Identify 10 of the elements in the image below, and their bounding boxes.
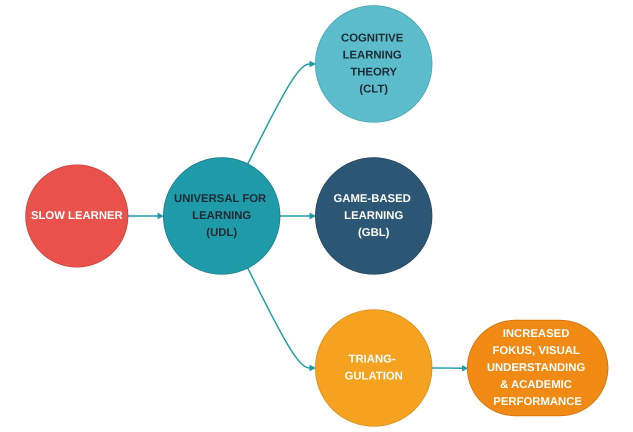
arrow (246, 268, 316, 372)
node-circle: UNIVERSAL FOR LEARNING (UDL) (162, 157, 280, 275)
node-circle: GAME-BASED LEARNING (GBL) (314, 157, 432, 275)
arrow (128, 212, 164, 220)
node-circle: TRIANG- GULATION (314, 309, 432, 427)
arrow (432, 365, 468, 372)
arrow (246, 60, 316, 164)
arrow (280, 212, 316, 220)
node-circle: COGNITIVE LEARNING THEORY (CLT) (314, 5, 432, 123)
node-circle: SLOW LEARNER (25, 164, 128, 268)
